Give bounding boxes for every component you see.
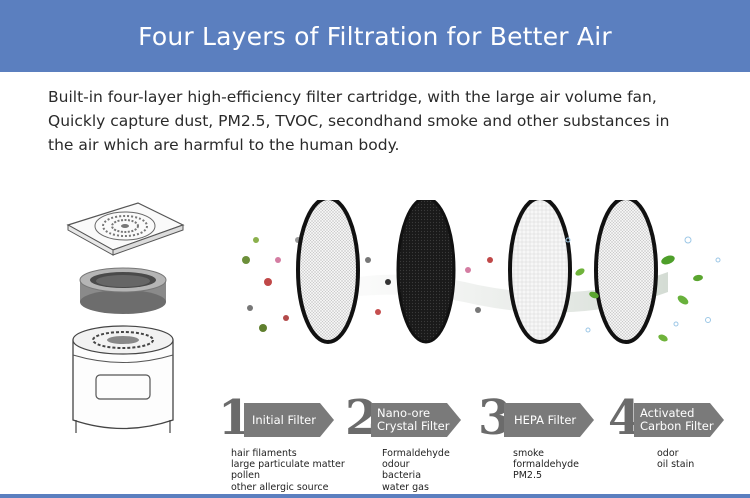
filter-cartridge-icon: [79, 267, 167, 314]
step-hepa-filter: 3 HEPA Filter: [478, 394, 594, 446]
list-item: other allergic source: [231, 481, 329, 493]
list-item: bacteria: [382, 470, 422, 482]
filter-disc-initial-icon: [296, 200, 360, 344]
step-label: Initial Filter: [252, 412, 316, 427]
filter-disc-nano-icon: [396, 200, 456, 344]
air-flow-arrow-icon: [288, 272, 668, 313]
step-label-line: Carbon Filter: [640, 419, 714, 433]
purifier-base-icon: [72, 325, 174, 433]
intro-text: Built-in four-layer high-efficiency filt…: [48, 85, 738, 157]
step-arrow-icon: [244, 403, 334, 437]
page-title: Four Layers of Filtration for Better Air: [138, 21, 612, 51]
step-items-nano: Formaldehyde odour bacteria water gas: [382, 448, 450, 493]
step-label: HEPA Filter: [514, 412, 577, 427]
step-label-line: Activated: [640, 406, 695, 420]
step-label: Activated Carbon Filter: [640, 403, 720, 437]
leaf-icon: [575, 255, 703, 342]
step-label-line: Nano-ore: [377, 406, 431, 420]
step-arrow-icon: [634, 403, 724, 437]
grille-plate-icon: [66, 202, 185, 256]
pollutant-particle-icon: [242, 237, 493, 332]
intro-line: the air which are harmful to the human b…: [48, 136, 400, 154]
purifier-exploded-icon: [66, 202, 185, 433]
step-items-carbon: odor oil stain: [657, 448, 694, 470]
intro-line: Quickly capture dust, PM2.5, TVOC, secon…: [48, 112, 670, 130]
list-item: pollen: [231, 470, 260, 482]
filter-disc-carbon-icon: [594, 200, 658, 344]
filter-disc-hepa-icon: [508, 200, 572, 344]
step-initial-filter: 1 Initial Filter: [218, 394, 334, 446]
step-arrow-icon: [371, 403, 461, 437]
intro-line: Built-in four-layer high-efficiency filt…: [48, 88, 657, 106]
step-arrow-icon: [504, 403, 594, 437]
list-item: oil stain: [657, 459, 695, 471]
footer-divider: [0, 494, 750, 498]
list-item: odour: [382, 459, 410, 471]
filter-layers-illustration: [242, 200, 721, 344]
step-activated-carbon-filter: 4 Activated Carbon Filter: [608, 394, 726, 446]
list-item: large particulate matter: [231, 459, 345, 471]
step-label: Nano-ore Crystal Filter: [377, 403, 451, 437]
list-item: hair filaments: [231, 448, 297, 459]
header-banner: Four Layers of Filtration for Better Air: [0, 0, 750, 72]
list-item: water gas: [382, 481, 429, 493]
step-items-hepa: smoke formaldehyde PM2.5: [513, 448, 579, 482]
step-label-line: Crystal Filter: [377, 419, 450, 433]
list-item: Formaldehyde: [382, 448, 450, 459]
clean-air-bubble-icon: [565, 236, 721, 333]
list-item: formaldehyde: [513, 459, 580, 471]
step-items-initial: hair filaments large particulate matter …: [231, 448, 345, 493]
list-item: smoke: [513, 448, 545, 459]
step-nano-crystal-filter: 2 Nano-ore Crystal Filter: [345, 394, 461, 446]
list-item: odor: [657, 448, 679, 459]
list-item: PM2.5: [513, 470, 543, 482]
